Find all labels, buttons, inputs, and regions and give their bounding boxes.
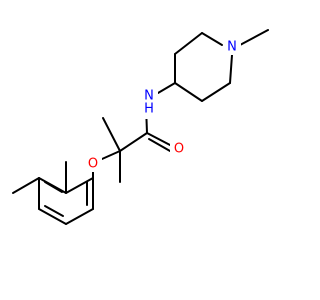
bond-aromatic — [65, 208, 94, 225]
bond-ch-c — [174, 82, 203, 102]
bond-aromatic-inner — [44, 205, 64, 217]
atom-o-carbonyl: O — [170, 139, 188, 157]
atom-n-amide: N H — [140, 89, 158, 119]
bond-ch-nh — [157, 82, 176, 94]
atom-n-piperidine: N — [223, 37, 241, 55]
bond-aryl-methyl — [12, 177, 40, 194]
atom-n-amide-label: N — [144, 89, 154, 104]
bond-co-double — [148, 138, 171, 152]
bond-cq-methyl — [102, 117, 121, 152]
molecule-structure: N N H O O — [12, 29, 269, 225]
bond-co-cq — [119, 132, 148, 152]
bond-c-c — [201, 82, 231, 102]
bond-cq-o — [101, 150, 121, 160]
atom-n-piperidine-label: N — [227, 40, 237, 55]
bond-c-n — [229, 54, 233, 84]
atom-o-carbonyl-label: O — [174, 142, 184, 157]
atom-n-amide-h-label: H — [144, 102, 154, 117]
bond-lines — [12, 29, 269, 225]
bond-aromatic-inner — [44, 181, 63, 193]
bond-aromatic — [38, 208, 67, 225]
bond-n-c — [201, 32, 223, 46]
bond-aromatic — [65, 177, 94, 194]
bond-c-c — [174, 32, 203, 55]
atom-o-ether-label: O — [88, 157, 98, 172]
bond-methyl-n — [239, 29, 269, 46]
bond-co-double — [146, 132, 171, 146]
atom-o-ether: O — [84, 154, 102, 172]
